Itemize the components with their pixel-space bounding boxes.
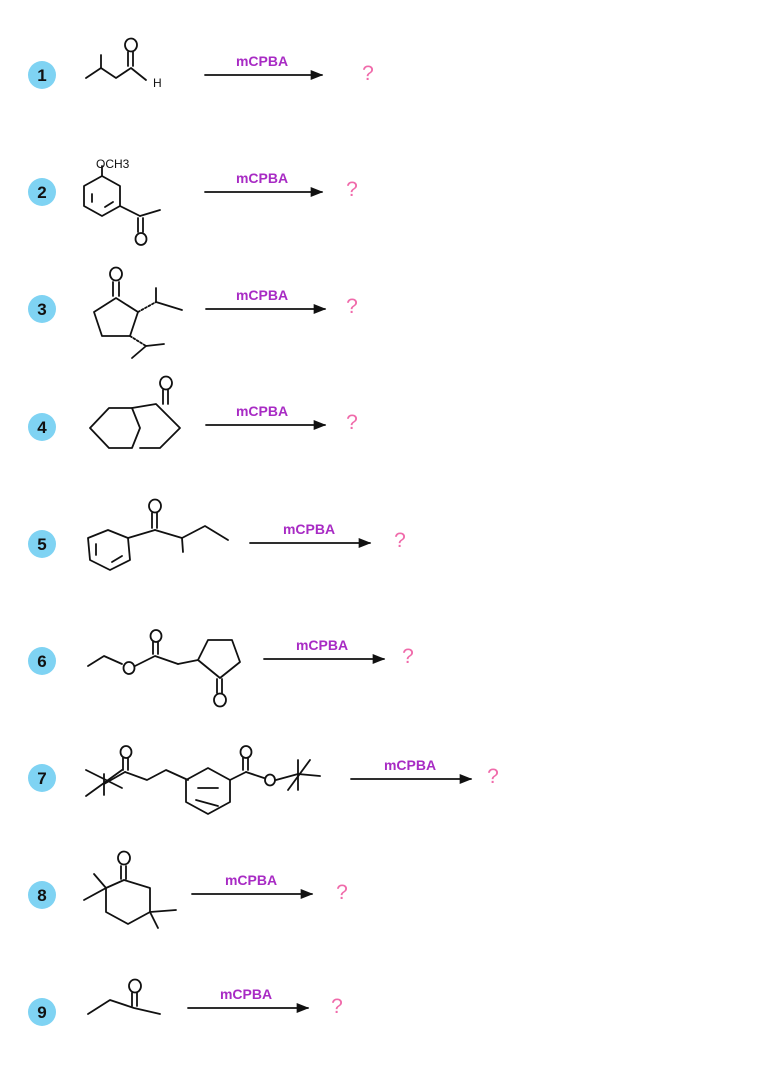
problem-2: 2 OCH3 mCPBA ? bbox=[28, 157, 358, 246]
oxygen-atom bbox=[117, 850, 131, 866]
problem-number-badge bbox=[28, 530, 56, 558]
problem-number: 1 bbox=[37, 66, 46, 85]
oxygen-atom bbox=[148, 498, 162, 514]
product-question-mark: ? bbox=[346, 178, 358, 201]
problem-7: 7 mCPBA ? bbox=[28, 745, 499, 815]
product-question-mark: ? bbox=[346, 411, 358, 434]
product-question-mark: ? bbox=[362, 62, 374, 85]
reagent-label: mCPBA bbox=[384, 757, 436, 773]
oxygen-atom bbox=[149, 629, 163, 643]
reactant-structure bbox=[85, 745, 321, 815]
reagent-label: mCPBA bbox=[236, 287, 288, 303]
reactant-structure bbox=[89, 375, 181, 449]
problem-number: 4 bbox=[37, 418, 47, 437]
oxygen-atom bbox=[119, 745, 133, 759]
problem-number: 9 bbox=[37, 1003, 46, 1022]
problem-number-badge bbox=[28, 178, 56, 206]
reagent-label: mCPBA bbox=[225, 872, 277, 888]
reactant-structure bbox=[87, 498, 229, 571]
problem-6: 6 mCPBA ? bbox=[28, 629, 414, 708]
oxygen-atom bbox=[239, 745, 253, 759]
reagent-label: mCPBA bbox=[283, 521, 335, 537]
problem-number-badge bbox=[28, 647, 56, 675]
problem-number-badge bbox=[28, 61, 56, 89]
problem-number-badge bbox=[28, 764, 56, 792]
product-question-mark: ? bbox=[394, 529, 406, 552]
product-question-mark: ? bbox=[346, 295, 358, 318]
problem-9: 9 mCPBA ? bbox=[28, 978, 343, 1026]
product-question-mark: ? bbox=[487, 765, 499, 788]
product-question-mark: ? bbox=[336, 881, 348, 904]
reactant-structure bbox=[87, 978, 161, 1015]
problem-number: 2 bbox=[37, 183, 46, 202]
problem-8: 8 mCPBA ? bbox=[28, 850, 348, 929]
reagent-label: mCPBA bbox=[220, 986, 272, 1002]
problem-4: 4 mCPBA ? bbox=[28, 375, 358, 449]
problem-number-badge bbox=[28, 998, 56, 1026]
problem-number-badge bbox=[28, 295, 56, 323]
problem-1: 1 H mCPBA ? bbox=[28, 37, 374, 90]
oxygen-atom bbox=[264, 773, 276, 787]
product-question-mark: ? bbox=[331, 995, 343, 1018]
reagent-label: mCPBA bbox=[236, 403, 288, 419]
reactant-structure bbox=[83, 850, 177, 929]
reactant-structure bbox=[93, 266, 183, 359]
reagent-label: mCPBA bbox=[236, 170, 288, 186]
reactant-structure: OCH3 bbox=[83, 157, 161, 246]
oxygen-atom bbox=[124, 37, 138, 53]
oxygen-atom bbox=[109, 266, 123, 282]
problem-number-badge bbox=[28, 413, 56, 441]
oxygen-atom bbox=[134, 232, 148, 246]
reagent-label: mCPBA bbox=[236, 53, 288, 69]
oxygen-atom bbox=[213, 692, 227, 708]
problem-number-badge bbox=[28, 881, 56, 909]
problem-number: 3 bbox=[37, 300, 46, 319]
problem-3: 3 mCPBA ? bbox=[28, 266, 358, 359]
problem-5: 5 mCPBA ? bbox=[28, 498, 406, 571]
problem-number: 5 bbox=[37, 535, 46, 554]
atom-label-h: H bbox=[153, 76, 162, 90]
oxygen-atom bbox=[159, 375, 173, 391]
reactant-structure: H bbox=[85, 37, 162, 90]
methoxy-label: OCH3 bbox=[96, 157, 130, 171]
problem-number: 7 bbox=[37, 769, 46, 788]
problem-number: 8 bbox=[37, 886, 46, 905]
reagent-label: mCPBA bbox=[296, 637, 348, 653]
reactant-structure bbox=[87, 629, 241, 708]
problem-number: 6 bbox=[37, 652, 46, 671]
product-question-mark: ? bbox=[402, 645, 414, 668]
oxygen-atom bbox=[122, 661, 136, 675]
oxygen-atom bbox=[128, 978, 142, 994]
